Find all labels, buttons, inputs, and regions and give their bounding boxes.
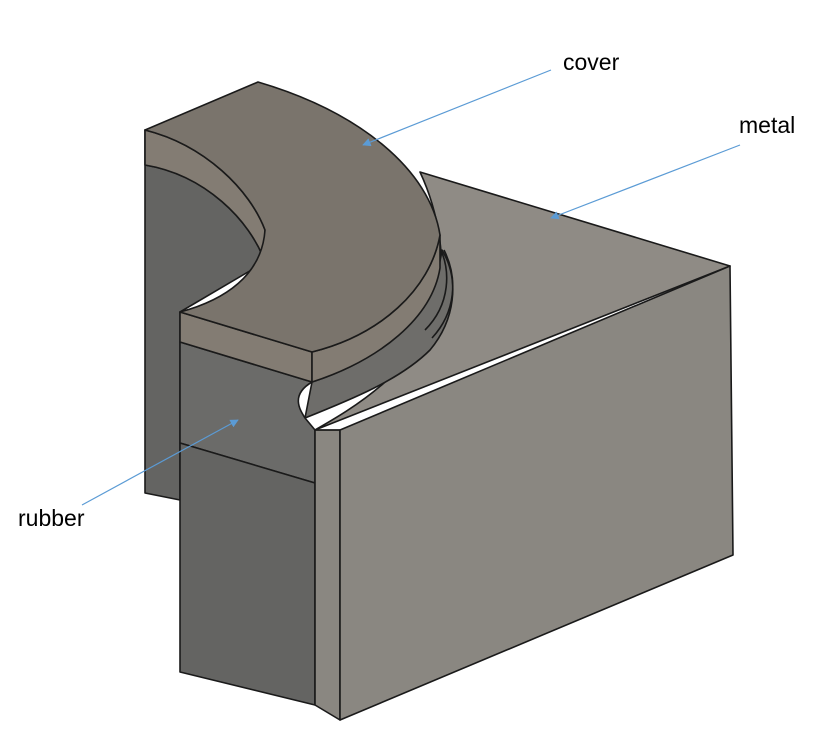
rubber-label: rubber bbox=[18, 505, 85, 531]
leader-lines bbox=[81, 69, 741, 506]
cover-label: cover bbox=[563, 49, 620, 75]
rubber-front-lower bbox=[179, 442, 316, 706]
cover-leader bbox=[362, 69, 552, 147]
metal-front-face bbox=[339, 265, 734, 721]
metal-label: metal bbox=[739, 112, 795, 138]
groove-ring bbox=[424, 243, 454, 339]
cover-top-face bbox=[144, 81, 441, 353]
solid-model bbox=[144, 81, 734, 721]
rubber-inner-strip bbox=[314, 429, 341, 721]
metal-leader bbox=[550, 144, 741, 220]
rubber-leader bbox=[81, 419, 239, 506]
